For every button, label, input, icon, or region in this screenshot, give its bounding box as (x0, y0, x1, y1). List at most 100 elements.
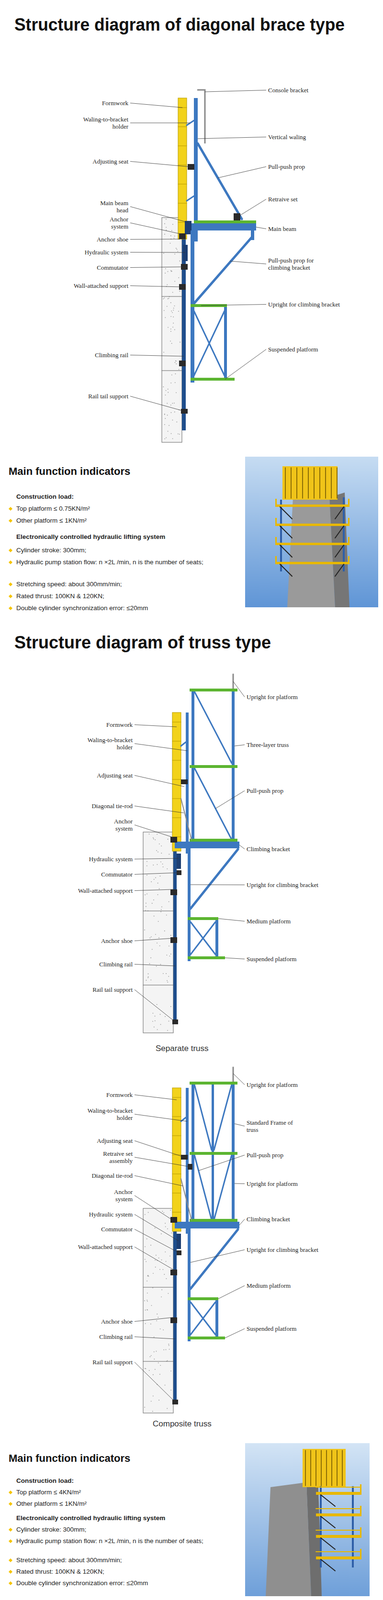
concrete-dot (150, 882, 152, 884)
platform-deck (189, 1082, 238, 1086)
concrete-dot (150, 937, 152, 939)
concrete-dot (161, 1290, 163, 1292)
photo-formwork-rib (315, 1452, 317, 1488)
formwork-rib (172, 780, 181, 781)
photo-platform (315, 1536, 362, 1540)
photo-formwork-rib (302, 468, 304, 499)
leader-line (134, 807, 184, 815)
concrete-dot (167, 1229, 169, 1231)
photo-strut (335, 507, 344, 520)
bullet-diamond (8, 1541, 13, 1545)
photo-rail (348, 556, 350, 563)
concrete-dot (170, 1391, 172, 1393)
concrete-dot (144, 930, 146, 932)
leader-line (130, 355, 184, 358)
leader-line (134, 1158, 191, 1169)
spec-item: Hydraulic pump station flow: n ×2L /min,… (16, 558, 204, 568)
concrete-dot (150, 1246, 152, 1248)
main-beam-head (184, 221, 192, 235)
concrete-dot (145, 903, 147, 905)
part-label: Suspended platform (268, 346, 318, 354)
concrete-dot (147, 1276, 149, 1278)
concrete-dot (170, 235, 172, 237)
spec-item: Other platform ≤ 1KN/m² (16, 517, 87, 526)
spec-item: Stretching speed: about 300mm/min; (16, 1557, 123, 1567)
concrete-dot (145, 1311, 147, 1313)
photo-platform (275, 562, 350, 565)
leader-line (134, 1096, 177, 1102)
leader-line (134, 776, 185, 789)
part-label: Upright for platform (246, 1082, 298, 1090)
part-label: Climbing rail (99, 1334, 133, 1342)
leader-line (190, 1251, 245, 1265)
concrete-dot (177, 251, 179, 253)
formwork-rib (172, 761, 181, 762)
concrete-dot (146, 862, 148, 864)
concrete-dot (156, 967, 158, 969)
photo-strut (335, 564, 344, 577)
photo-formwork-rib (307, 468, 309, 499)
concrete-dot (179, 434, 181, 436)
anchor-shoe (170, 890, 178, 897)
leader-line (134, 1142, 185, 1160)
photo-strut (280, 526, 293, 539)
leader-line (218, 1287, 245, 1301)
part-label: Formwork (101, 99, 129, 107)
concrete-dot (167, 982, 169, 984)
spec-item: Other platform ≤ 1KN/m² (16, 1501, 87, 1510)
photo-rail (315, 1488, 361, 1490)
pull-push-prop (197, 143, 242, 220)
photo-rail (315, 1531, 361, 1533)
concrete-dot (154, 1016, 156, 1018)
formwork-panel (172, 1089, 181, 1233)
vertical-waling (185, 1089, 189, 1236)
part-label: Suspended platform (246, 1326, 297, 1334)
bullet-diamond (8, 561, 13, 565)
concrete-dot (174, 236, 176, 237)
concrete-dot (146, 1311, 148, 1313)
concrete-dot (150, 958, 152, 960)
hanger (215, 921, 219, 958)
part-label: Diagonal tie-rod (91, 1173, 133, 1181)
bullet-diamond (8, 1571, 13, 1576)
platform-deck (189, 766, 238, 769)
climbing-bracket (174, 1223, 240, 1230)
anchor-shoe (179, 360, 186, 367)
part-label: Anchor shoe (101, 938, 133, 946)
concrete-dot (166, 1279, 168, 1281)
photo-platform (315, 1515, 362, 1519)
leader-line (134, 965, 176, 968)
leader-line (218, 919, 245, 923)
concrete-dot (165, 974, 167, 976)
concrete-dot (175, 247, 177, 249)
concrete-dot (154, 1370, 156, 1372)
part-label: Pull-push prop for climbing bracket (268, 257, 331, 272)
formwork-rib (178, 146, 187, 147)
part-label: Climbing bracket (246, 1216, 291, 1225)
concrete-dot (165, 226, 167, 228)
concrete-dot (160, 853, 162, 855)
photo-rail (315, 1553, 361, 1555)
concrete-dot (172, 292, 174, 293)
concrete-dot (151, 1306, 153, 1308)
concrete-dot (144, 1247, 146, 1249)
concrete-dot (159, 1014, 161, 1016)
platform-deck (189, 839, 238, 843)
concrete-dot (159, 1270, 161, 1272)
concrete-dot (160, 846, 162, 848)
concrete-dot (169, 1211, 171, 1213)
formwork-rib (172, 1117, 181, 1119)
concrete-dot (163, 310, 165, 312)
medium-platform (187, 918, 219, 922)
truss-brace (194, 1156, 212, 1222)
bullet-diamond (8, 607, 13, 611)
concrete-dot (173, 403, 175, 405)
leader-line (134, 1177, 183, 1188)
concrete-dot (171, 374, 173, 376)
concrete-dot (144, 1408, 146, 1410)
part-label: Vertical waling (268, 133, 306, 141)
part-label: Hydraulic system (84, 248, 129, 257)
concrete-dot (174, 412, 176, 414)
photo-strut (320, 1518, 336, 1530)
